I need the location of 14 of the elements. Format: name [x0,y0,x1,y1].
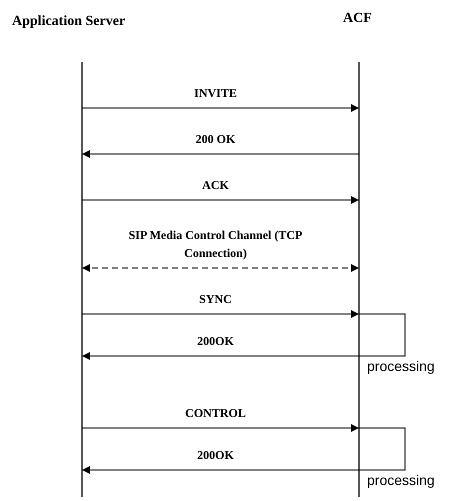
participant-label: ACF [343,11,372,27]
message-arrow [82,196,360,204]
edge-label: processing [367,358,435,374]
message-arrow [82,310,360,318]
message-arrow [82,104,360,112]
dashed-arrow [82,264,360,272]
processing-bracket [358,428,406,470]
edge-label: processing [367,472,435,488]
message-arrow [82,352,360,360]
participant-label: Application Server [12,14,126,30]
message-arrow [82,424,360,432]
message-arrow [82,150,360,158]
message-arrow [82,466,360,474]
processing-bracket [358,314,406,356]
